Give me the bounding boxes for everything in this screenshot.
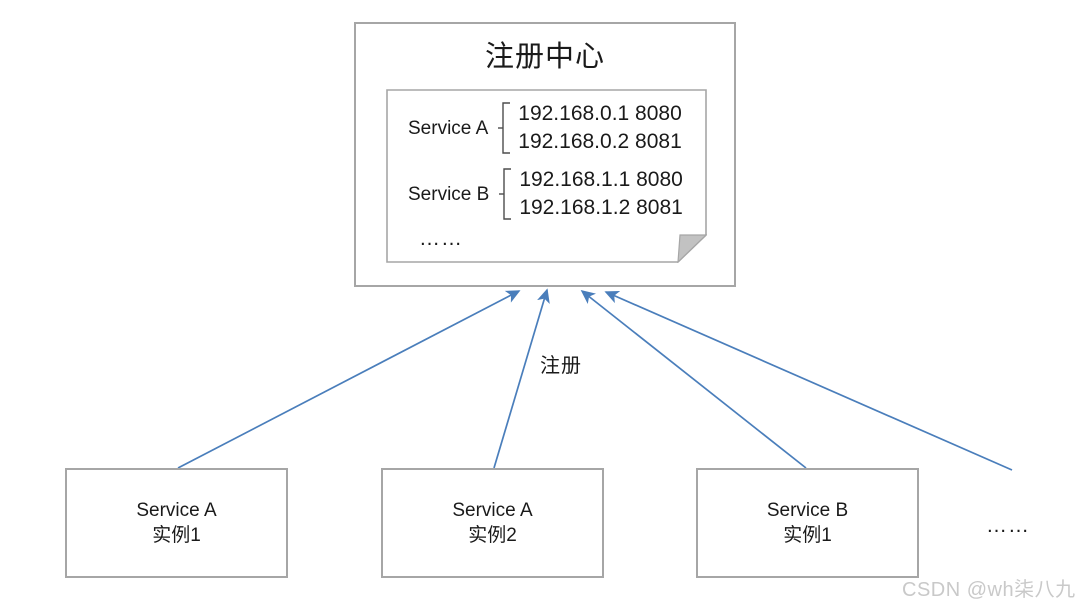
service-b-name: Service B	[408, 183, 490, 205]
service-a-address-2: 192.168.0.2 8081	[518, 129, 682, 153]
more-instances-ellipsis: ……	[986, 514, 1030, 537]
instance-2-service-name: Service A	[452, 499, 533, 521]
service-row-b: Service B 192.168.1.1 8080 192.168.1.2 8…	[408, 167, 683, 221]
service-b-addresses: 192.168.1.1 8080 192.168.1.2 8081	[519, 168, 683, 221]
register-flow-label: 注册	[540, 355, 582, 377]
registry-service-table: Service A 192.168.0.1 8080 192.168.0.2 8…	[386, 89, 707, 263]
instance-3-label: 实例1	[783, 525, 832, 546]
left-brace-icon-b	[498, 167, 512, 221]
instance-1-label: 实例1	[152, 525, 201, 546]
note-folded-paper-shape	[386, 89, 707, 263]
service-b-address-1: 192.168.1.1 8080	[519, 167, 683, 191]
service-row-a: Service A 192.168.0.1 8080 192.168.0.2 8…	[408, 101, 682, 155]
instance-1-service-name: Service A	[136, 499, 217, 521]
instance-box-service-a-2: Service A 实例2	[381, 468, 604, 578]
note-ellipsis: ……	[419, 227, 463, 250]
left-brace-icon-a	[497, 101, 511, 155]
csdn-watermark: CSDN @wh柒八九	[902, 579, 1076, 601]
arrow-instance-1-to-registry	[177, 290, 521, 469]
instance-box-service-b-1: Service B 实例1	[696, 468, 919, 578]
arrow-instance-2-to-registry	[493, 288, 550, 469]
service-a-address-1: 192.168.0.1 8080	[518, 101, 682, 125]
instance-2-label: 实例2	[468, 525, 517, 546]
note-content: Service A 192.168.0.1 8080 192.168.0.2 8…	[386, 89, 707, 263]
instance-box-service-a-1: Service A 实例1	[65, 468, 288, 578]
arrow-more-instances-to-registry	[604, 290, 1013, 471]
service-a-addresses: 192.168.0.1 8080 192.168.0.2 8081	[518, 102, 682, 155]
instance-3-service-name: Service B	[766, 499, 849, 521]
service-a-name: Service A	[408, 117, 489, 139]
arrow-instance-3-to-registry	[580, 289, 807, 469]
service-b-address-2: 192.168.1.2 8081	[519, 195, 683, 219]
registry-title: 注册中心	[484, 41, 605, 73]
